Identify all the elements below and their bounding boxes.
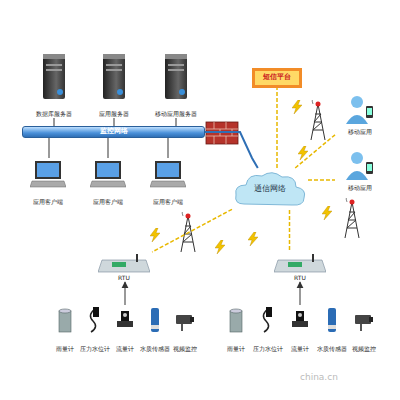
sensor-node: 流量计 xyxy=(110,305,140,353)
sensor-node: 视频监控 xyxy=(348,305,380,353)
lightning-bolts xyxy=(150,100,332,254)
node-text: 视频监控 xyxy=(352,346,376,353)
node-text: 数据库服务器 xyxy=(36,111,72,118)
sms-platform-box: 短信平台 xyxy=(252,68,302,88)
network-link xyxy=(299,282,300,305)
sensor-node: 压力水位计 xyxy=(252,305,284,353)
node-text: 应用服务器 xyxy=(99,111,129,118)
node-text: 短信平台 xyxy=(263,74,291,82)
server-node: 应用服务器 xyxy=(88,50,140,118)
watermark: china.cn xyxy=(300,372,338,382)
node-text: 应用客户端 xyxy=(153,199,183,206)
mobile-user: 移动应用 xyxy=(335,148,385,192)
node-text: 移动应用 xyxy=(348,129,372,136)
sensor-node: 水质传感器 xyxy=(316,305,348,353)
radio-towers xyxy=(181,98,359,252)
network-link xyxy=(205,132,258,168)
person-icons xyxy=(346,96,373,180)
wireless-link xyxy=(308,179,335,181)
network-link xyxy=(175,118,176,126)
node-text: 雨量计 xyxy=(227,346,245,353)
sensor-node: 压力水位计 xyxy=(80,305,110,353)
sensor-node: 雨量计 xyxy=(220,305,252,353)
node-text: 流量计 xyxy=(291,346,309,353)
server-node: 数据库服务器 xyxy=(28,50,80,118)
sensor-node: 视频监控 xyxy=(170,305,200,353)
client-node: 应用客户端 xyxy=(80,158,136,206)
sensor-icons xyxy=(59,307,373,332)
node-text: 雨量计 xyxy=(56,346,74,353)
wireless-link xyxy=(152,209,232,252)
rtu-node: RTU xyxy=(95,252,153,282)
wireless-link xyxy=(289,210,291,252)
node-text: 水质传感器 xyxy=(317,346,347,353)
node-text: 水质传感器 xyxy=(140,346,170,353)
network-link xyxy=(167,138,168,158)
server-node: 移动应用服务器 xyxy=(148,50,204,118)
network-link xyxy=(53,118,54,126)
node-text: 应用客户端 xyxy=(33,199,63,206)
network-band: 监控网络 xyxy=(22,126,205,138)
client-node: 应用客户端 xyxy=(20,158,76,206)
node-text: 压力水位计 xyxy=(80,346,110,353)
node-text: 通信网络 xyxy=(254,185,286,194)
node-text: 移动应用 xyxy=(348,185,372,192)
node-text: 监控网络 xyxy=(100,128,128,136)
firewall xyxy=(206,122,238,144)
server-icons xyxy=(43,54,187,99)
node-text: 压力水位计 xyxy=(253,346,283,353)
sensor-node: 雨量计 xyxy=(50,305,80,353)
node-text: 应用客户端 xyxy=(93,199,123,206)
client-node: 应用客户端 xyxy=(140,158,196,206)
wireless-link xyxy=(276,88,278,168)
rtu-devices xyxy=(98,254,326,272)
node-text: RTU xyxy=(294,275,306,282)
sensor-node: 水质传感器 xyxy=(140,305,170,353)
node-text: 流量计 xyxy=(116,346,134,353)
network-link xyxy=(124,282,125,305)
wireless-link xyxy=(295,135,335,168)
network-cloud: 通信网络 xyxy=(232,168,308,210)
rtu-node: RTU xyxy=(271,252,329,282)
sensor-node: 流量计 xyxy=(284,305,316,353)
node-text: 视频监控 xyxy=(173,346,197,353)
laptop-icons xyxy=(30,161,186,187)
mobile-user: 移动应用 xyxy=(335,92,385,136)
node-text: 移动应用服务器 xyxy=(155,111,197,118)
network-link xyxy=(107,138,108,158)
network-link xyxy=(48,138,49,158)
network-link xyxy=(113,118,114,126)
node-text: RTU xyxy=(118,275,130,282)
